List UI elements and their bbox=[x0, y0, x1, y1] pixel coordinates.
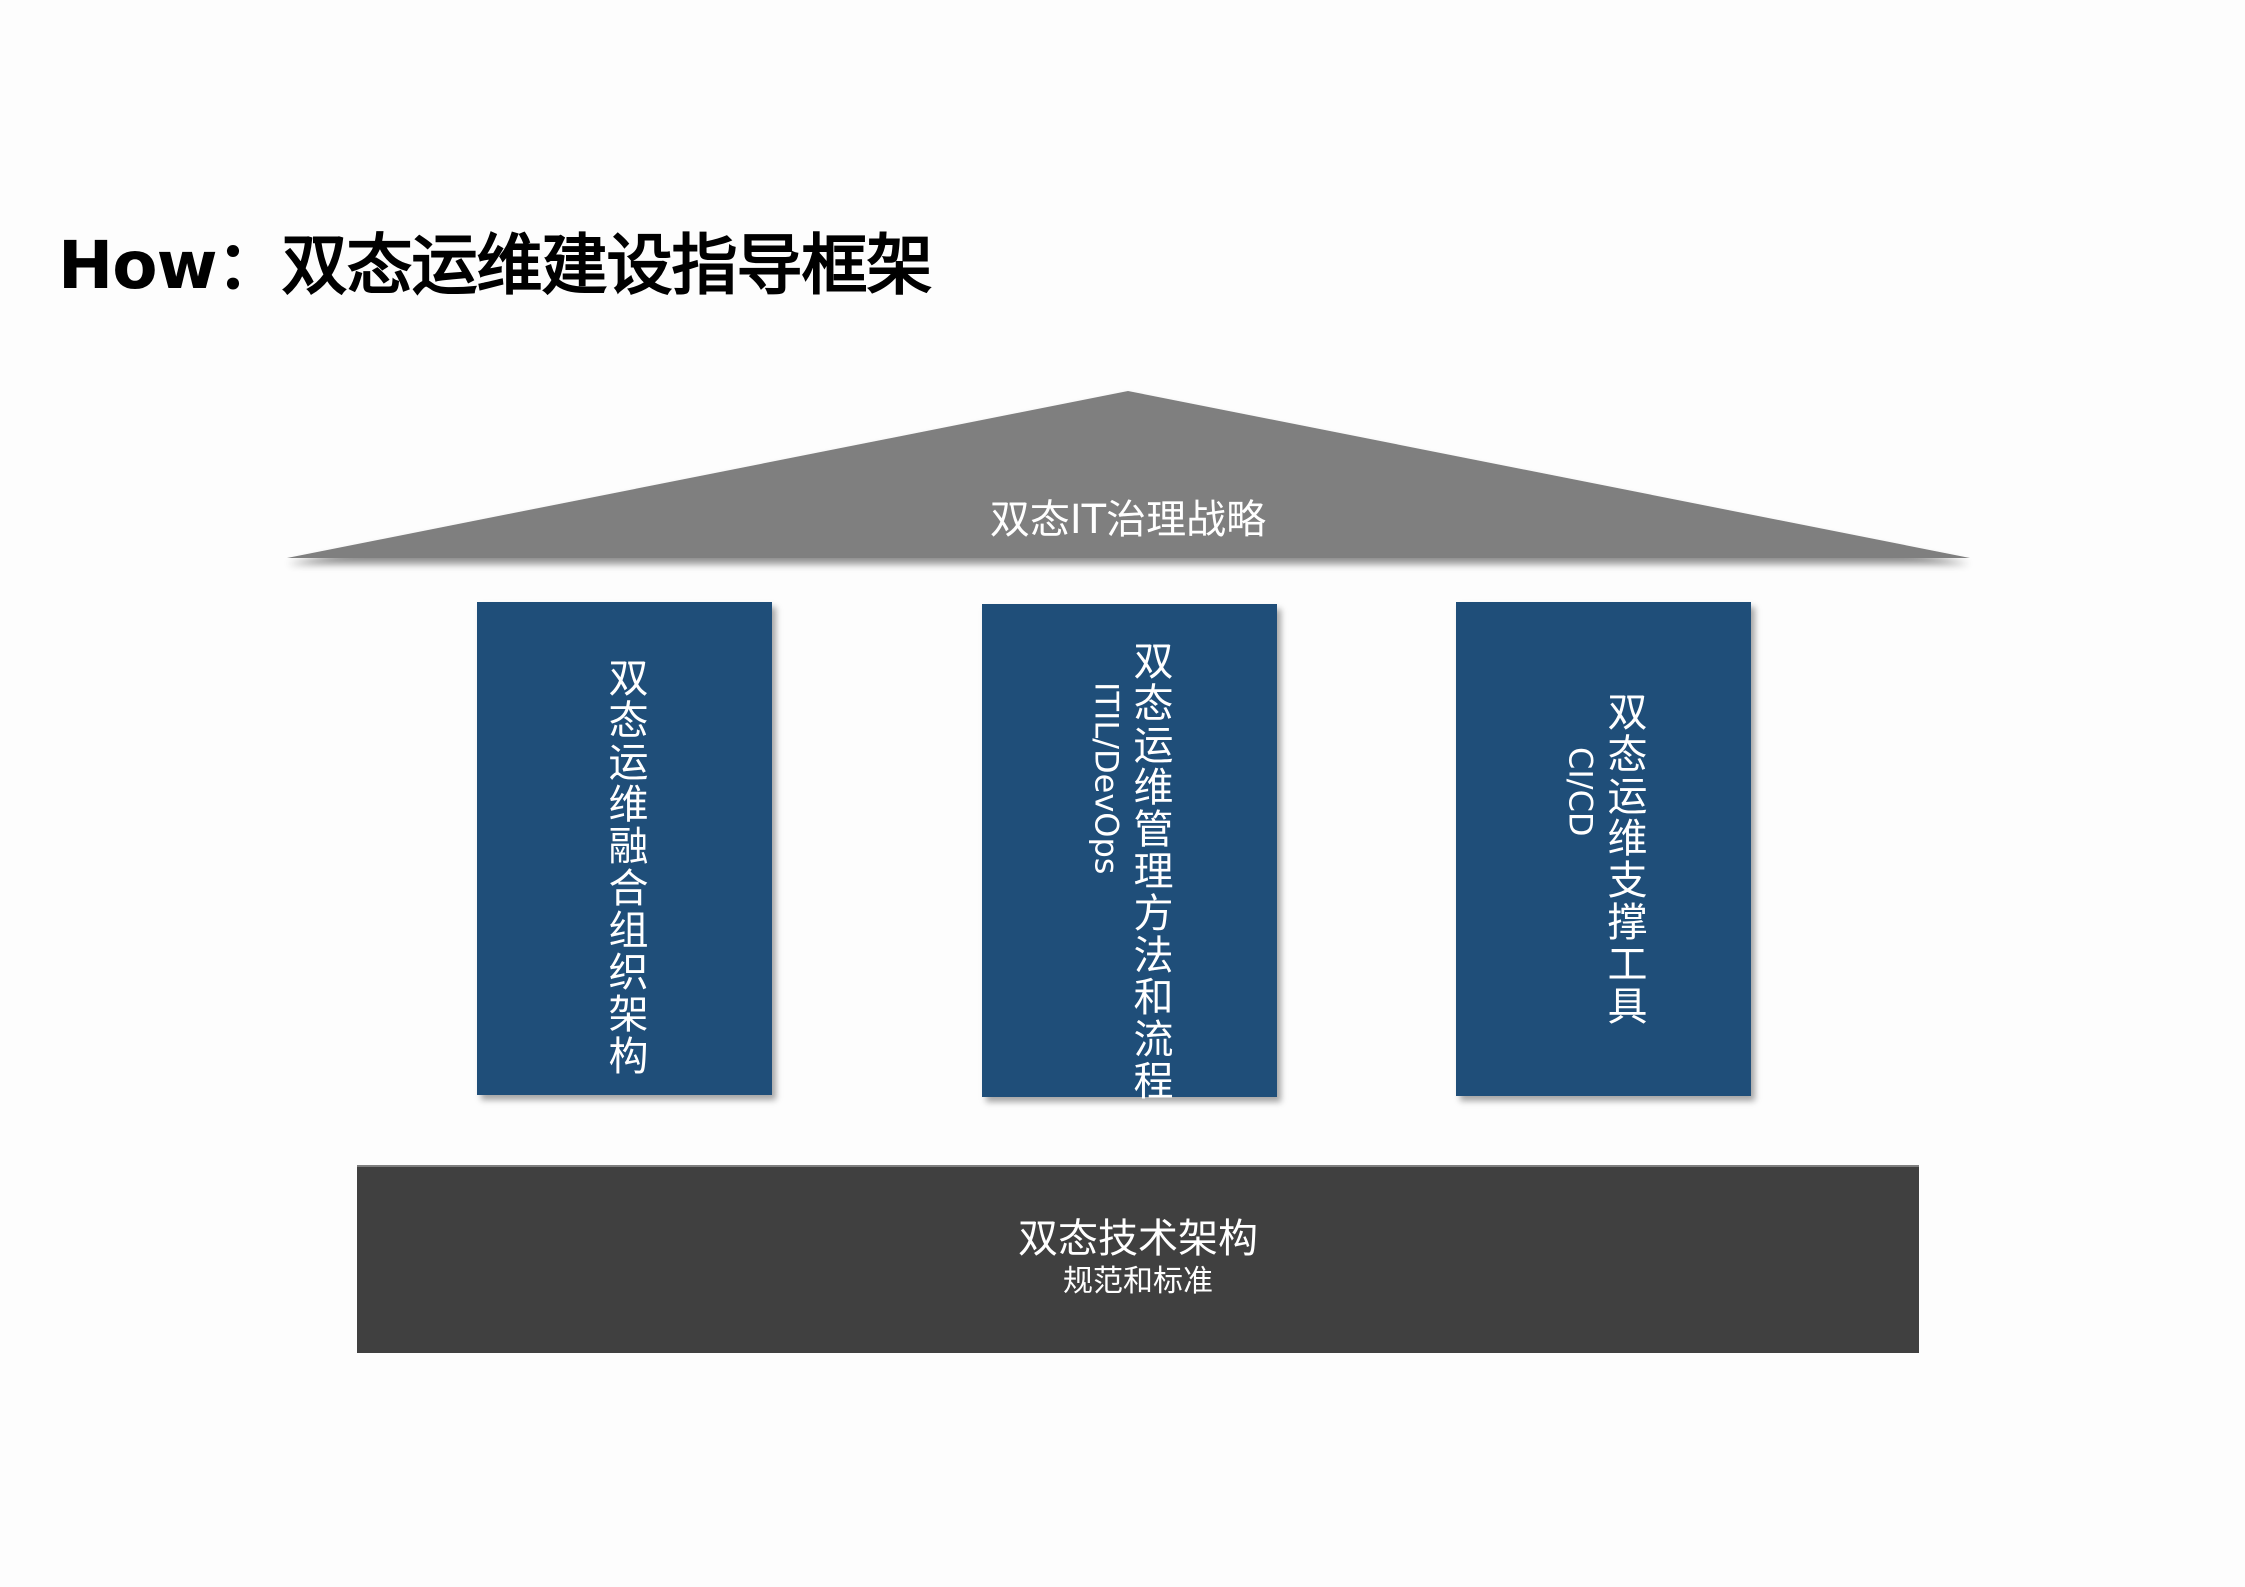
pillar-tools: 双态运维支撑工具 CI/CD bbox=[1456, 602, 1751, 1096]
pillar-sublabel: CI/CD bbox=[1561, 747, 1600, 837]
base-label: 双态技术架构 bbox=[1018, 1216, 1258, 1262]
foundation-base: 双态技术架构 规范和标准 bbox=[357, 1165, 1919, 1353]
pillar-process: 双态运维管理方法和流程 ITIL/DevOps bbox=[982, 604, 1277, 1102]
base-sublabel: 规范和标准 bbox=[1063, 1264, 1213, 1299]
pillar-label: 双态运维融合组织架构 bbox=[601, 656, 648, 1077]
pillar-label: 双态运维支撑工具 bbox=[1600, 691, 1647, 1027]
pillar-sublabel: ITIL/DevOps bbox=[1087, 681, 1126, 875]
pillar-label: 双态运维管理方法和流程 bbox=[1126, 639, 1173, 1102]
page-title: How：双态运维建设指导框架 bbox=[58, 227, 933, 304]
pillar-organization: 双态运维融合组织架构 bbox=[477, 602, 772, 1095]
roof-label: 双态IT治理战略 bbox=[989, 497, 1267, 543]
roof-triangle bbox=[287, 391, 1970, 558]
